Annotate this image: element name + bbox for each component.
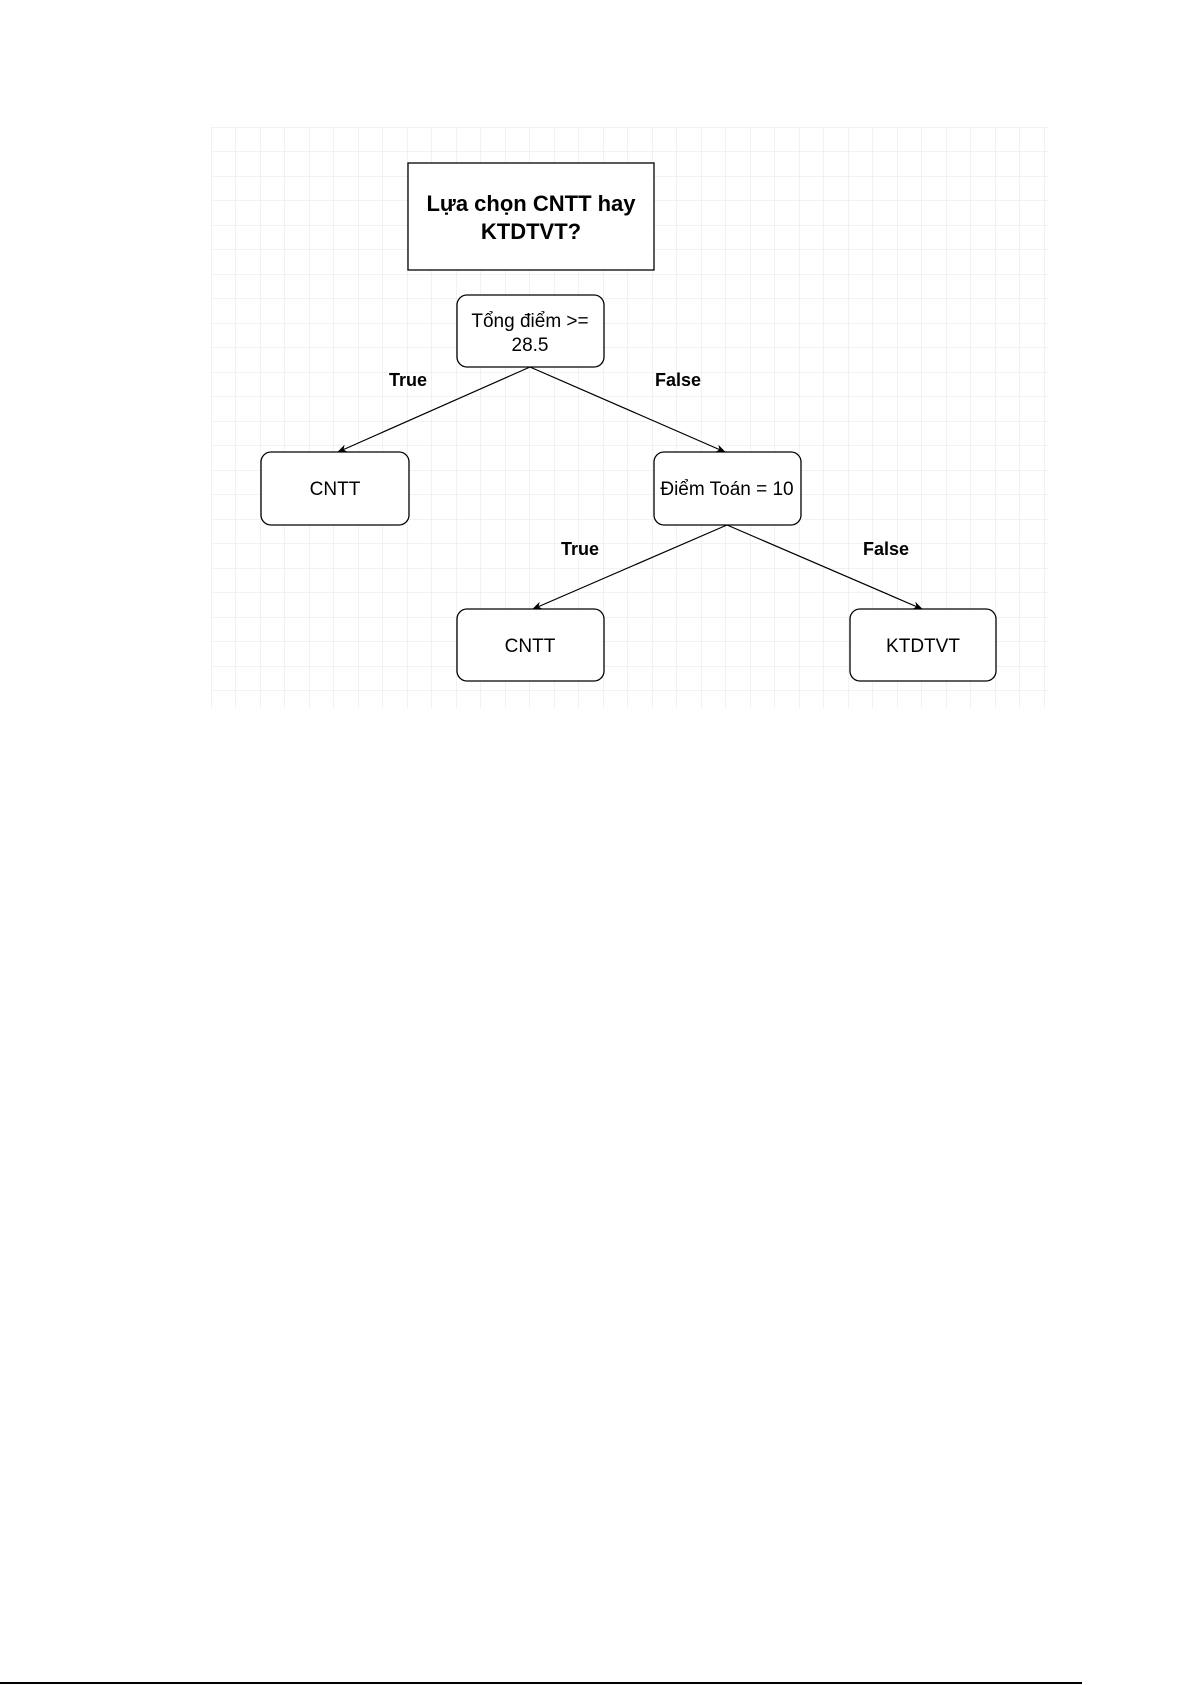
title-line-2: KTDTVT?: [481, 219, 581, 244]
edge-root-to-node2: [529, 366, 726, 453]
edge-node2-to-cntt: [532, 524, 728, 610]
leaf-ktdtvt: KTDTVT: [849, 608, 997, 682]
node-diem-toan-label: Điểm Toán = 10: [660, 479, 793, 500]
edge-node2-to-ktdtvt: [726, 524, 923, 610]
root-true-label: True: [389, 370, 427, 390]
node2-false-label: False: [863, 539, 909, 559]
node-diem-toan: Điểm Toán = 10: [653, 451, 802, 526]
node2-true-label: True: [561, 539, 599, 559]
title-line-1: Lựa chọn CNTT hay: [426, 191, 636, 216]
edge-root-to-cntt: [337, 366, 531, 453]
root-false-label: False: [655, 370, 701, 390]
root-node: Tổng điểm >= 28.5: [456, 294, 605, 368]
leaf-cntt-mid: CNTT: [456, 608, 605, 682]
leaf-ktdtvt-label: KTDTVT: [886, 636, 960, 657]
title-box: Lựa chọn CNTT hay KTDTVT?: [407, 162, 655, 271]
leaf-cntt-mid-label: CNTT: [505, 636, 556, 657]
root-line-1: Tổng điểm >=: [471, 311, 588, 332]
root-line-2: 28.5: [512, 335, 549, 356]
leaf-cntt-left-label: CNTT: [310, 479, 361, 500]
leaf-cntt-left: CNTT: [260, 451, 410, 526]
